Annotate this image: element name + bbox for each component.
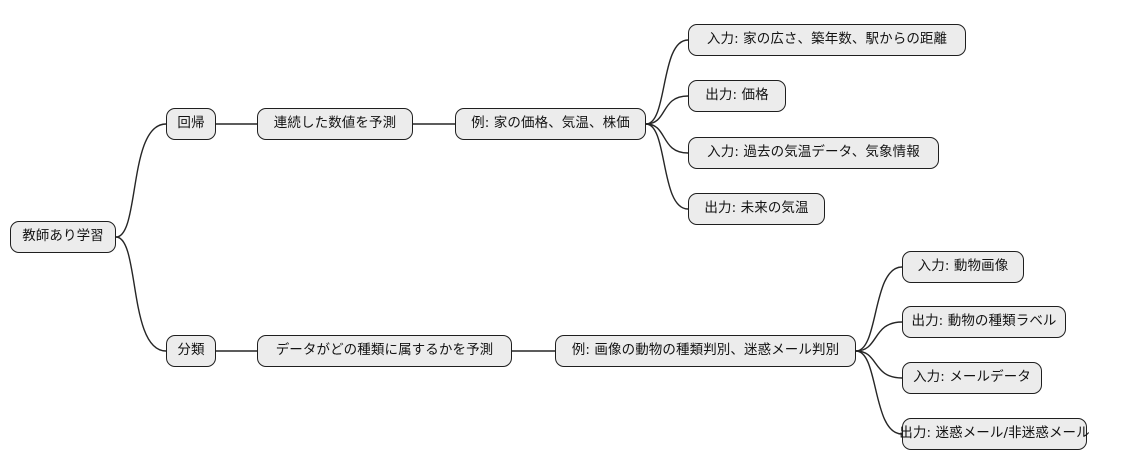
node-classification-leaf-input-mail-data[interactable]: 入力: メールデータ	[902, 362, 1042, 394]
node-classification-leaf-input-animal-image-label: 入力: 動物画像	[917, 258, 1009, 275]
edge-classification-example-to-leaf-2	[855, 321, 903, 352]
node-regression-example[interactable]: 例: 家の価格、気温、株価	[455, 108, 646, 140]
node-regression-leaf-input-house-label: 入力: 家の広さ、築年数、駅からの距離	[706, 31, 948, 48]
node-regression-leaf-output-temperature[interactable]: 出力: 未来の気温	[688, 193, 825, 225]
node-classification-example[interactable]: 例: 画像の動物の種類判別、迷惑メール判別	[555, 335, 856, 367]
node-regression-description[interactable]: 連続した数値を予測	[257, 108, 413, 140]
node-classification-leaf-output-animal-label[interactable]: 出力: 動物の種類ラベル	[902, 306, 1066, 338]
node-classification-leaf-output-animal-label-label: 出力: 動物の種類ラベル	[911, 313, 1057, 330]
node-classification-leaf-output-spam[interactable]: 出力: 迷惑メール/非迷惑メール	[899, 418, 1090, 450]
edge-root-to-classification	[115, 236, 167, 352]
node-branch-regression[interactable]: 回帰	[166, 108, 216, 140]
edge-regression-example-to-leaf-4	[645, 123, 689, 210]
node-branch-classification[interactable]: 分類	[166, 335, 216, 367]
node-regression-leaf-output-price[interactable]: 出力: 価格	[688, 80, 786, 112]
edge-regression-example-to-leaf-1	[645, 39, 689, 125]
edge-classification-example-to-leaf-1	[855, 266, 903, 352]
edge-regression-example-to-leaf-3	[645, 123, 689, 154]
node-classification-leaf-input-mail-data-label: 入力: メールデータ	[913, 369, 1031, 386]
node-regression-example-label: 例: 家の価格、気温、株価	[471, 115, 630, 132]
node-regression-description-label: 連続した数値を予測	[273, 115, 397, 132]
node-classification-example-label: 例: 画像の動物の種類判別、迷惑メール判別	[571, 342, 840, 359]
node-root-label: 教師あり学習	[22, 228, 104, 245]
edge-root-to-regression	[115, 123, 167, 238]
node-branch-classification-label: 分類	[177, 342, 205, 359]
node-regression-leaf-input-weather[interactable]: 入力: 過去の気温データ、気象情報	[688, 137, 939, 169]
node-classification-leaf-output-spam-label: 出力: 迷惑メール/非迷惑メール	[899, 425, 1090, 442]
node-classification-description[interactable]: データがどの種類に属するかを予測	[257, 335, 512, 367]
node-regression-leaf-input-weather-label: 入力: 過去の気温データ、気象情報	[707, 144, 920, 161]
node-classification-description-label: データがどの種類に属するかを予測	[275, 342, 494, 359]
node-regression-leaf-output-temperature-label: 出力: 未来の気温	[704, 200, 809, 217]
node-regression-leaf-input-house[interactable]: 入力: 家の広さ、築年数、駅からの距離	[688, 24, 966, 56]
node-regression-leaf-output-price-label: 出力: 価格	[705, 87, 769, 104]
node-classification-leaf-input-animal-image[interactable]: 入力: 動物画像	[902, 251, 1024, 283]
edge-regression-example-to-leaf-2	[645, 95, 689, 125]
edge-classification-example-to-leaf-3	[855, 350, 903, 379]
node-branch-regression-label: 回帰	[177, 115, 205, 132]
edge-classification-example-to-leaf-4	[855, 350, 903, 435]
node-root[interactable]: 教師あり学習	[10, 221, 116, 253]
